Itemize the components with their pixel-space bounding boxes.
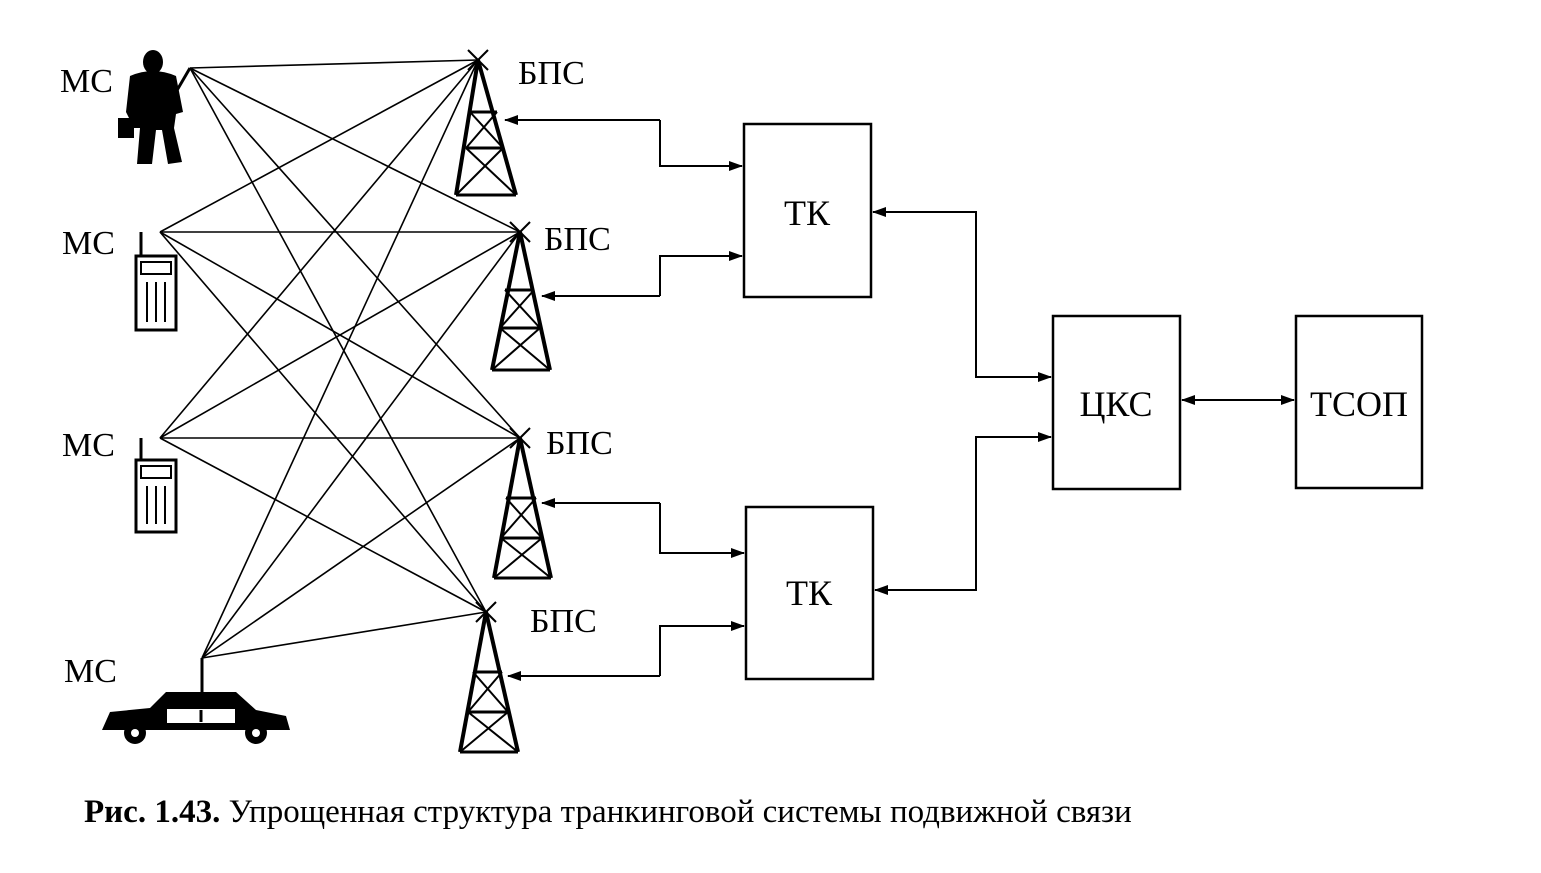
antenna-tower-icon — [454, 49, 518, 197]
antenna-tower-icon — [490, 221, 552, 372]
base-station-3: БПС — [492, 425, 613, 580]
central-switch: ЦКС — [1051, 314, 1182, 491]
base-station-4: БПС — [458, 601, 597, 754]
trunk-controller-1: ТК — [742, 122, 873, 299]
ms-label: МС — [62, 225, 115, 262]
handheld-radio-icon — [134, 438, 178, 534]
public-network: ТСОП — [1294, 314, 1424, 490]
radio-links — [159, 59, 521, 659]
wired-links — [504, 115, 1295, 681]
block-label: ТСОП — [1310, 384, 1408, 424]
block-label: ТК — [786, 573, 833, 613]
bs-label: БПС — [518, 55, 585, 92]
mobile-station-3: МС — [62, 427, 178, 534]
base-station-1: БПС — [454, 49, 585, 197]
mobile-station-1: МС — [60, 50, 192, 164]
bs-label: БПС — [546, 425, 613, 462]
mobile-station-4: МС — [64, 653, 290, 744]
trunk-controller-2: ТК — [744, 505, 875, 681]
antenna-tower-icon — [492, 427, 553, 580]
ms-label: МС — [62, 427, 115, 464]
car-icon — [102, 658, 290, 744]
figure-number: Рис. 1.43. — [84, 794, 221, 830]
figure-caption: Рис. 1.43. Упрощенная структура транкинг… — [84, 794, 1132, 831]
block-label: ЦКС — [1079, 384, 1152, 424]
mobile-station-2: МС — [62, 225, 178, 332]
bs-label: БПС — [544, 221, 611, 258]
ms-label: МС — [60, 63, 113, 100]
bs-label: БПС — [530, 603, 597, 640]
person-icon — [118, 50, 192, 164]
ms-label: МС — [64, 653, 117, 690]
base-station-2: БПС — [490, 221, 611, 372]
handheld-radio-icon — [134, 232, 178, 332]
antenna-tower-icon — [458, 601, 520, 754]
block-label: ТК — [784, 193, 831, 233]
figure-caption-text: Упрощенная структура транкинговой систем… — [220, 794, 1132, 830]
